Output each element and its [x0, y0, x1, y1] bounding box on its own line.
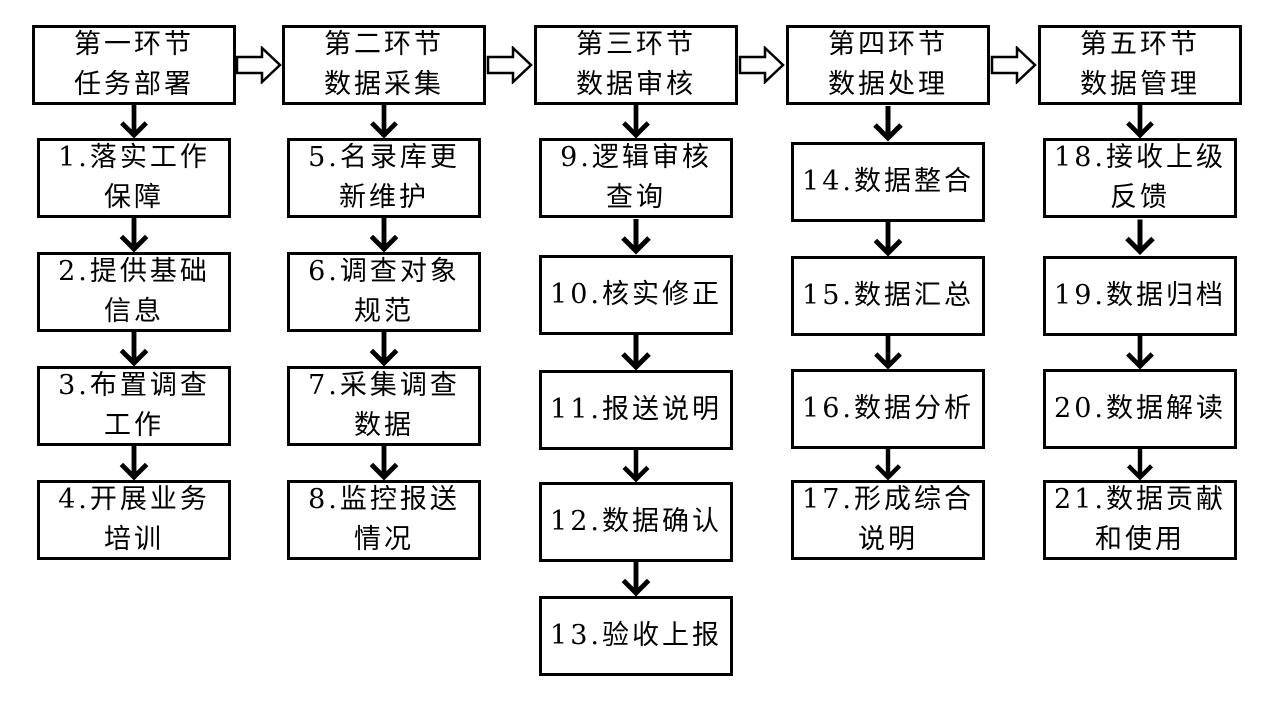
step-12-box: 12.数据确认 — [539, 482, 733, 562]
stage-5-title: 第五环节 数据管理 — [1080, 29, 1200, 100]
step-1-label: 1.落实工作 保障 — [58, 142, 210, 213]
down-arrow-icon — [623, 562, 648, 593]
down-arrow-icon — [371, 218, 396, 249]
down-arrow-icon — [372, 105, 397, 135]
step-8-label: 8.监控报送 情况 — [308, 484, 460, 555]
down-arrow-icon — [371, 332, 396, 363]
right-arrow-icon — [990, 46, 1037, 84]
step-13-box: 13.验收上报 — [539, 596, 733, 676]
down-arrow-icon — [121, 218, 146, 249]
step-16-label: 16.数据分析 — [802, 393, 974, 424]
step-6-label: 6.调查对象 规范 — [308, 256, 460, 327]
step-8-box: 8.监控报送 情况 — [287, 480, 481, 560]
step-5-box: 5.名录库更 新维护 — [287, 138, 481, 218]
step-11-box: 11.报送说明 — [539, 370, 733, 450]
step-16-box: 16.数据分析 — [791, 369, 985, 449]
step-10-box: 10.核实修正 — [539, 255, 733, 335]
step-9-label: 9.逻辑审核 查询 — [560, 142, 712, 213]
step-7-label: 7.采集调查 数据 — [308, 370, 460, 441]
down-arrow-icon — [624, 105, 649, 135]
stage-1-title: 第一环节 任务部署 — [74, 29, 194, 100]
step-13-label: 13.验收上报 — [550, 620, 722, 651]
step-20-label: 20.数据解读 — [1054, 393, 1226, 424]
step-7-box: 7.采集调查 数据 — [287, 366, 481, 446]
step-12-label: 12.数据确认 — [550, 506, 722, 537]
step-15-box: 15.数据汇总 — [791, 256, 985, 336]
step-21-label: 21.数据贡献 和使用 — [1054, 484, 1226, 555]
down-arrow-icon — [121, 332, 146, 363]
step-20-box: 20.数据解读 — [1043, 369, 1237, 449]
step-3-box: 3.布置调查 工作 — [37, 366, 231, 446]
step-4-label: 4.开展业务 培训 — [58, 484, 210, 555]
step-15-label: 15.数据汇总 — [802, 280, 974, 311]
down-arrow-icon — [1128, 449, 1151, 477]
step-21-box: 21.数据贡献 和使用 — [1043, 480, 1237, 560]
down-arrow-icon — [1127, 220, 1153, 252]
down-arrow-icon — [1128, 105, 1153, 135]
step-17-box: 17.形成综合 说明 — [791, 480, 985, 560]
step-10-label: 10.核实修正 — [550, 279, 722, 310]
stage-2-title: 第二环节 数据采集 — [324, 29, 444, 100]
step-17-label: 17.形成综合 说明 — [802, 484, 974, 555]
stage-3-header: 第三环节 数据审核 — [534, 25, 738, 105]
right-arrow-icon — [738, 46, 785, 84]
step-3-label: 3.布置调查 工作 — [58, 370, 210, 441]
step-19-label: 19.数据归档 — [1054, 280, 1226, 311]
step-14-label: 14.数据整合 — [802, 166, 974, 197]
step-19-box: 19.数据归档 — [1043, 256, 1237, 336]
step-9-box: 9.逻辑审核 查询 — [539, 138, 733, 218]
stage-1-header: 第一环节 任务部署 — [32, 25, 236, 105]
down-arrow-icon — [1128, 336, 1153, 366]
right-arrow-icon — [486, 46, 533, 84]
stage-3-title: 第三环节 数据审核 — [576, 29, 696, 100]
stage-2-header: 第二环节 数据采集 — [282, 25, 486, 105]
step-2-label: 2.提供基础 信息 — [58, 256, 210, 327]
step-18-label: 18.接收上级 反馈 — [1054, 142, 1226, 213]
down-arrow-icon — [876, 449, 899, 477]
down-arrow-icon — [876, 336, 901, 366]
down-arrow-icon — [122, 105, 147, 135]
step-6-box: 6.调查对象 规范 — [287, 252, 481, 332]
stage-5-header: 第五环节 数据管理 — [1038, 25, 1242, 105]
step-1-box: 1.落实工作 保障 — [37, 138, 231, 218]
step-4-box: 4.开展业务 培训 — [37, 480, 231, 560]
step-14-box: 14.数据整合 — [791, 142, 985, 222]
down-arrow-icon — [623, 219, 649, 251]
step-2-box: 2.提供基础 信息 — [37, 252, 231, 332]
right-arrow-icon — [236, 46, 282, 84]
down-arrow-icon — [623, 335, 649, 367]
stage-4-title: 第四环节 数据处理 — [828, 29, 948, 100]
step-5-label: 5.名录库更 新维护 — [308, 142, 460, 213]
down-arrow-icon — [624, 450, 648, 479]
step-18-box: 18.接收上级 反馈 — [1043, 138, 1237, 218]
step-11-label: 11.报送说明 — [550, 394, 722, 425]
down-arrow-icon — [875, 222, 900, 253]
down-arrow-icon — [875, 106, 901, 138]
stage-4-header: 第四环节 数据处理 — [786, 25, 990, 105]
down-arrow-icon — [121, 446, 146, 477]
down-arrow-icon — [371, 446, 396, 477]
